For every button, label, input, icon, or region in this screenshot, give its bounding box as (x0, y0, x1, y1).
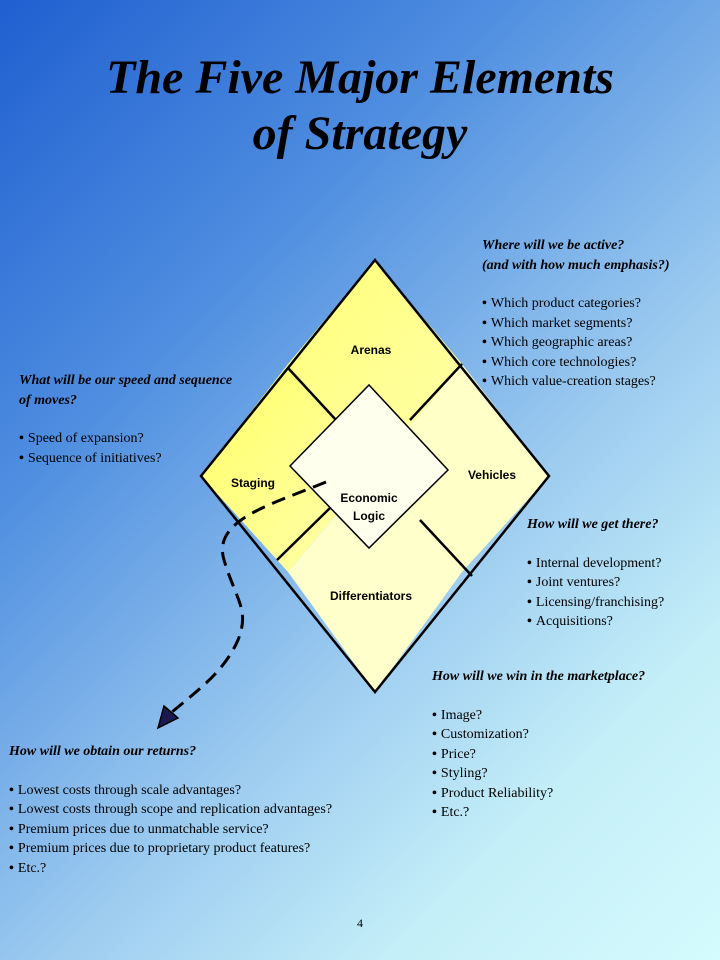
list-item: Which geographic areas? (482, 333, 670, 353)
arenas-question-1: Where will we be active? (482, 238, 625, 253)
list-item: Which value-creation stages? (482, 372, 670, 392)
list-item: Lowest costs through scale advantages? (9, 781, 332, 801)
list-item: Which market segments? (482, 314, 670, 334)
list-item: Etc.? (9, 859, 332, 879)
list-item: Image? (432, 706, 645, 726)
page-number: 4 (357, 916, 363, 930)
vehicles-list: Internal development? Joint ventures? Li… (527, 554, 664, 632)
divider-line (276, 507, 331, 561)
economic-logic-diamond (288, 383, 450, 550)
list-item: Joint ventures? (527, 573, 664, 593)
arenas-label: Arenas (351, 343, 392, 357)
staging-text-block: What will be our speed and sequence of m… (19, 371, 232, 468)
arenas-text-block: Where will we be active? (and with how m… (482, 236, 670, 392)
staging-list: Speed of expansion? Sequence of initiati… (19, 429, 232, 468)
staging-label: Staging (231, 476, 275, 490)
economic-question: How will we obtain our returns? (9, 744, 197, 759)
arenas-question-2: (and with how much emphasis?) (482, 257, 670, 273)
list-item: Speed of expansion? (19, 429, 232, 449)
divider-line (409, 363, 463, 421)
diamond-outline (199, 258, 551, 694)
differentiators-question: How will we win in the marketplace? (432, 669, 646, 684)
list-item: Which core technologies? (482, 353, 670, 373)
arrow-head-icon (156, 704, 180, 730)
list-item: Sequence of initiatives? (19, 449, 232, 469)
list-item: Which product categories? (482, 294, 670, 314)
differentiators-label: Differentiators (330, 589, 412, 603)
differentiators-list: Image? Customization? Price? Styling? Pr… (432, 706, 645, 823)
divider-line (287, 367, 337, 421)
staging-question-2: of moves? (19, 392, 77, 408)
slide-title: The Five Major Elements of Strategy (0, 50, 720, 162)
list-item: Acquisitions? (527, 612, 664, 632)
staging-question-1: What will be our speed and sequence (19, 373, 233, 388)
vehicles-text-block: How will we get there? Internal developm… (527, 515, 664, 632)
list-item: Customization? (432, 725, 645, 745)
list-item: Internal development? (527, 554, 664, 574)
economic-logic-label-2: Logic (353, 509, 385, 523)
title-line-2: of Strategy (252, 107, 468, 160)
differentiators-text-block: How will we win in the marketplace? Imag… (432, 667, 645, 823)
divider-line (419, 519, 473, 577)
list-item: Price? (432, 745, 645, 765)
dashed-arrow-path (171, 480, 327, 714)
arenas-list: Which product categories? Which market s… (482, 294, 670, 392)
list-item: Styling? (432, 764, 645, 784)
list-item: Product Reliability? (432, 784, 645, 804)
title-line-1: The Five Major Elements (106, 51, 614, 104)
differentiators-region (288, 468, 462, 692)
vehicles-label: Vehicles (468, 468, 516, 482)
list-item: Premium prices due to proprietary produc… (9, 839, 332, 859)
list-item: Etc.? (432, 803, 645, 823)
vehicles-question: How will we get there? (527, 517, 659, 532)
list-item: Lowest costs through scope and replicati… (9, 800, 332, 820)
list-item: Licensing/franchising? (527, 593, 664, 613)
economic-logic-text-block: How will we obtain our returns? Lowest c… (9, 742, 332, 878)
list-item: Premium prices due to unmatchable servic… (9, 820, 332, 840)
economic-list: Lowest costs through scale advantages? L… (9, 781, 332, 879)
economic-logic-label-1: Economic (340, 491, 398, 505)
